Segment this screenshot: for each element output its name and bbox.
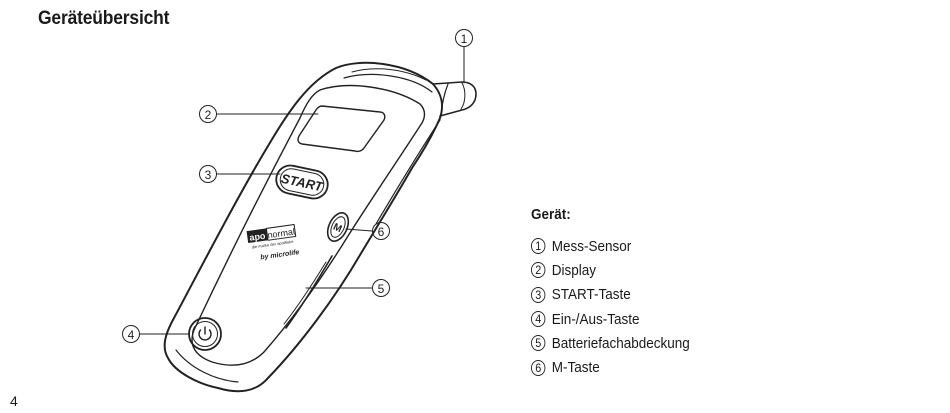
callout-5: 5 xyxy=(305,279,390,297)
legend-item-number: 6 xyxy=(531,359,546,376)
svg-text:apo: apo xyxy=(249,231,267,243)
legend-item-number: 5 xyxy=(531,335,546,352)
svg-text:by microlife: by microlife xyxy=(260,249,300,261)
m-button[interactable]: M xyxy=(324,210,353,245)
legend-heading: Gerät: xyxy=(531,206,571,223)
front-panel xyxy=(191,84,426,366)
legend-item: 6 M-Taste xyxy=(531,355,690,379)
svg-text:die marke der apotheke: die marke der apotheke xyxy=(251,239,294,250)
legend-item-number: 4 xyxy=(531,311,546,328)
callout-3: 3 xyxy=(199,165,281,183)
display-window xyxy=(297,105,386,153)
callout-1: 1 xyxy=(455,29,473,84)
legend-item-number: 1 xyxy=(531,238,546,255)
brand-logo: apo normal die marke der apotheke by mic… xyxy=(246,223,300,261)
device-body xyxy=(163,61,443,393)
svg-text:2: 2 xyxy=(205,108,212,122)
legend-item-label: Display xyxy=(551,261,596,279)
sensor-tip xyxy=(432,81,477,117)
callout-2: 2 xyxy=(199,105,319,123)
legend-item-number: 3 xyxy=(531,286,546,303)
svg-text:normal: normal xyxy=(267,227,296,241)
svg-text:4: 4 xyxy=(128,328,135,342)
legend-item: 4 Ein-/Aus-Taste xyxy=(531,307,690,331)
legend-item-number: 2 xyxy=(531,262,546,279)
legend-item: 3 START-Taste xyxy=(531,283,690,307)
start-button[interactable]: START xyxy=(274,163,331,201)
page-number: 4 xyxy=(10,393,18,409)
callout-4: 4 xyxy=(122,325,190,343)
svg-text:5: 5 xyxy=(378,282,385,296)
svg-text:1: 1 xyxy=(461,32,468,46)
legend-item-label: Ein-/Aus-Taste xyxy=(551,310,640,328)
svg-text:6: 6 xyxy=(378,225,385,239)
page-title: Geräteübersicht xyxy=(38,8,170,29)
legend-item-label: START-Taste xyxy=(551,286,631,304)
callout-6: 6 xyxy=(345,222,390,240)
svg-text:3: 3 xyxy=(205,168,212,182)
legend-item: 5 Batteriefachabdeckung xyxy=(531,331,690,355)
legend: Gerät: 1 Mess-Sensor 2 Display 3 START-T… xyxy=(531,206,690,380)
power-button[interactable] xyxy=(188,317,222,351)
legend-item-label: Batteriefachabdeckung xyxy=(551,334,690,352)
legend-item-label: M-Taste xyxy=(551,359,600,377)
legend-item: 1 Mess-Sensor xyxy=(531,234,690,258)
legend-item-label: Mess-Sensor xyxy=(551,237,632,255)
legend-item: 2 Display xyxy=(531,258,690,282)
legend-list: 1 Mess-Sensor 2 Display 3 START-Taste 4 … xyxy=(531,234,690,380)
